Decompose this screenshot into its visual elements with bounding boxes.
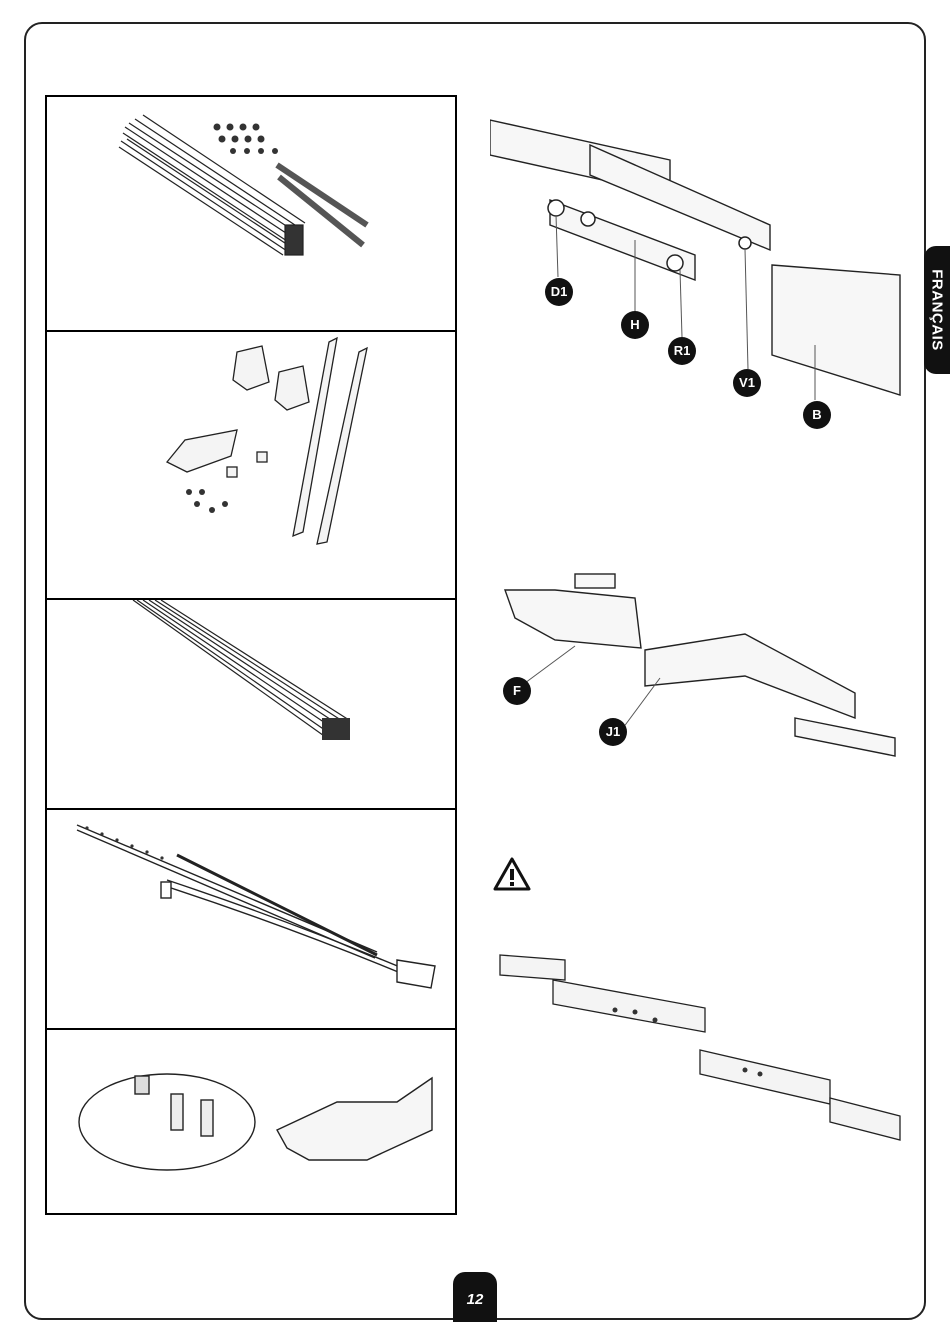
motor-carriage-figure [495, 568, 905, 783]
extension-rail-cell [47, 600, 455, 810]
rail-sections-figure [495, 940, 905, 1155]
extension-rail-illustration [47, 600, 455, 810]
bracket-kit-illustration [47, 332, 455, 600]
bracket-kit-cell [47, 332, 455, 600]
rail-kit-illustration [47, 97, 455, 332]
callout-v1: V1 [733, 369, 761, 397]
language-tab: FRANÇAIS [924, 246, 950, 374]
release-kit-cell [47, 1030, 455, 1213]
callout-d1: D1 [545, 278, 573, 306]
warning-triangle-icon [492, 856, 532, 892]
page-number: 12 [453, 1272, 497, 1322]
callout-b: B [803, 401, 831, 429]
kit-components-panel [45, 95, 457, 1215]
release-kit-illustration [47, 1030, 455, 1213]
callout-r1: R1 [668, 337, 696, 365]
rail-kit-cell [47, 97, 455, 332]
callout-h: H [621, 311, 649, 339]
door-arm-illustration [47, 810, 455, 1030]
callout-j1: J1 [599, 718, 627, 746]
language-tab-label: FRANÇAIS [929, 269, 946, 351]
door-arm-cell [47, 810, 455, 1030]
callout-f: F [503, 677, 531, 705]
